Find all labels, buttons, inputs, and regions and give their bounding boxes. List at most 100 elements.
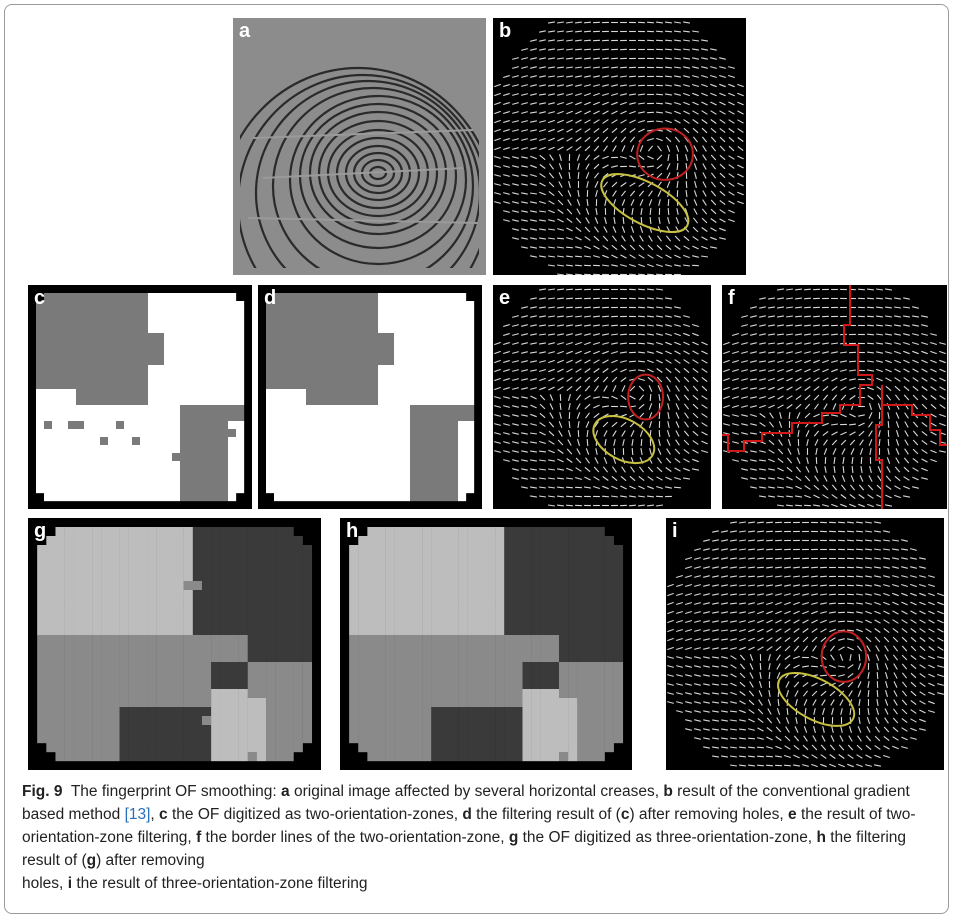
zone-cell [116,405,125,414]
zone-cell [354,429,363,438]
zone-cell [147,527,157,537]
zone-cell [322,341,331,350]
zone-cell [367,716,377,726]
zone-cell [220,493,229,502]
zone-cell [604,734,614,744]
zone-cell [148,469,157,478]
zone-cell [201,581,212,591]
zone-cell [394,469,403,478]
zone-cell [119,599,129,609]
zone-cell [354,381,363,390]
zone-cell [92,635,102,645]
zone-cell [458,734,468,744]
zone-cell [434,373,443,382]
zone-cell [362,317,371,326]
zone-cell [449,752,459,762]
zone-cell [358,671,368,681]
zone-cell [418,333,427,342]
zone-cell [212,397,221,406]
zone-cell [314,397,323,406]
zone-cell [586,545,596,555]
zone-cell [228,461,237,470]
zone-cell [431,752,441,762]
zone-cell [314,477,323,486]
zone-cell [64,689,74,699]
citation-link[interactable]: [13] [124,806,151,823]
zone-cell [164,325,173,334]
zone-cell [60,317,69,326]
caption-letter: e [788,806,797,823]
panel-letter: i [672,520,678,542]
zone-cell [426,437,435,446]
zone-cell [211,725,221,735]
zone-cell [322,413,331,422]
zone-cell [174,617,184,627]
zone-cell [266,716,276,726]
zone-cell [513,752,523,762]
zone-cell [196,485,205,494]
zone-cell [266,453,275,462]
zone-cell [147,716,157,726]
zone-cell [52,365,61,374]
zone-cell [229,599,239,609]
zone-cell [298,477,307,486]
zone-cell [513,626,523,636]
zone-cell [68,349,77,358]
fingerprint-image [233,18,486,275]
zone-cell [156,405,165,414]
zone-cell [124,453,133,462]
zone-cell [330,477,339,486]
zone-cell [76,317,85,326]
zone-cell [92,590,102,600]
zone-cell [362,373,371,382]
zone-cell [174,662,184,672]
zone-cell [330,437,339,446]
zone-cell [370,437,379,446]
zone-cell [386,293,395,302]
zone-cell [229,698,239,708]
zone-cell [229,707,239,717]
zone-cell [236,437,245,446]
zone-cell [362,421,371,430]
zone-cell [495,626,505,636]
zone-cell [403,617,414,627]
zone-cell [274,309,283,318]
zone-cell [402,325,411,334]
zone-cell [247,626,258,636]
zone-cell [256,644,267,654]
zone-cell [394,373,403,382]
zone-cell [282,389,291,398]
zone-cell [466,389,475,398]
zone-cell [413,626,423,636]
zone-cell [426,445,435,454]
zone-cell [172,381,181,390]
zone-cell [128,617,139,627]
zone-cell [110,617,120,627]
zone-cell [413,536,423,546]
zone-cell [164,469,173,478]
zone-cell [229,680,239,690]
zone-cell [73,680,84,690]
zone-cell [137,599,148,609]
zone-cell [128,527,139,537]
zone-cell [64,545,74,555]
zone-cell [212,301,221,310]
zone-cell [128,680,139,690]
zone-cell [64,536,74,546]
zone-cell [531,608,541,618]
zone-cell [211,671,221,681]
zone-cell [338,493,347,502]
zone-cell [211,662,221,672]
zone-cell [137,545,148,555]
zone-cell [148,493,157,502]
zone-cell [504,752,514,762]
zone-cell [586,734,596,744]
zone-cell [229,653,239,663]
zone-cell [426,493,435,502]
zone-cell [164,381,173,390]
zone-cell [188,349,197,358]
zone-cell [92,707,102,717]
zone-cell [228,309,237,318]
zone-cell [586,617,596,627]
zone-cell [137,581,148,591]
